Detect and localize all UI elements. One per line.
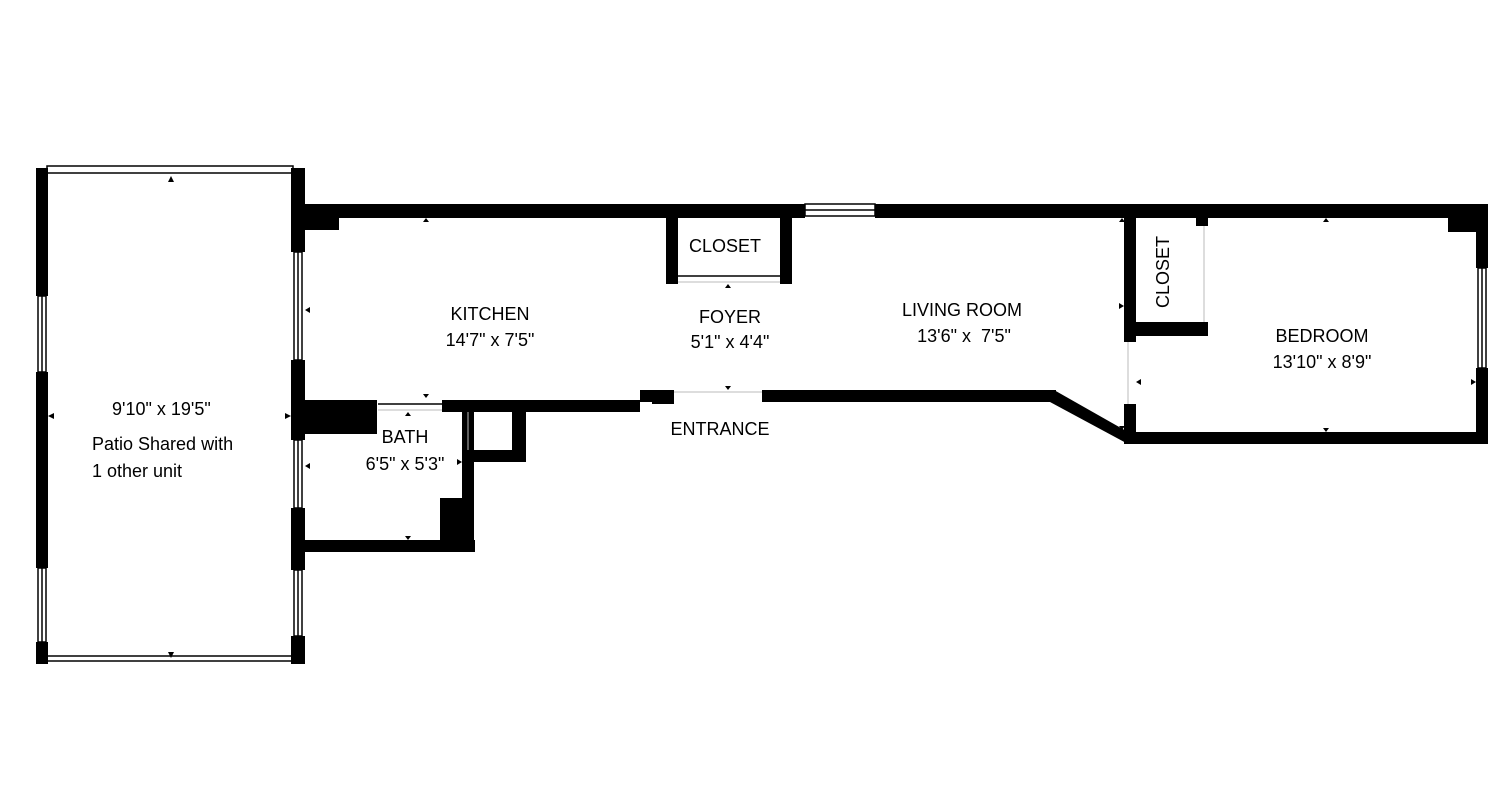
patio-label-line2: 1 other unit	[92, 461, 182, 481]
living-room-dimensions: 13'6" x 7'5"	[917, 326, 1011, 346]
foyer-closet-walls	[666, 216, 792, 284]
patio-left-wall	[36, 168, 48, 296]
bath-name: BATH	[382, 427, 429, 447]
patio-dimensions: 9'10" x 19'5"	[112, 399, 211, 419]
south-wall	[640, 390, 1488, 444]
patio-area	[36, 165, 294, 664]
bath-label: BATH 6'5" x 5'3"	[366, 427, 445, 474]
living-room-name: LIVING ROOM	[902, 300, 1022, 320]
patio-left-wall	[36, 642, 48, 664]
living-room-label: LIVING ROOM 13'6" x 7'5"	[902, 300, 1022, 346]
patio-label-line1: Patio Shared with	[92, 434, 233, 454]
bedroom-closet-walls	[1124, 216, 1208, 444]
east-wall	[1476, 204, 1488, 444]
bedroom-label: BEDROOM 13'10" x 8'9"	[1273, 326, 1372, 372]
patio-top-edge	[46, 165, 294, 174]
foyer-dimensions: 5'1" x 4'4"	[691, 332, 770, 352]
patio-left-wall	[36, 372, 48, 568]
dimension-markers	[48, 176, 1476, 658]
bedroom-closet-label: CLOSET	[1153, 236, 1173, 308]
kitchen-name: KITCHEN	[450, 304, 529, 324]
patio-bottom-edge	[46, 655, 294, 662]
kitchen-label: KITCHEN 14'7" x 7'5"	[446, 304, 535, 350]
west-wall	[291, 168, 305, 664]
north-wall	[305, 203, 1488, 232]
foyer-closet-label: CLOSET	[689, 236, 761, 256]
foyer-closet-name: CLOSET	[689, 236, 761, 256]
foyer-label: FOYER 5'1" x 4'4"	[691, 307, 770, 352]
kitchen-dimensions: 14'7" x 7'5"	[446, 330, 535, 350]
bath-walls	[305, 400, 640, 552]
patio-label: 9'10" x 19'5" Patio Shared with 1 other …	[92, 399, 233, 481]
bedroom-closet-name: CLOSET	[1153, 236, 1173, 308]
foyer-name: FOYER	[699, 307, 761, 327]
bedroom-dimensions: 13'10" x 8'9"	[1273, 352, 1372, 372]
entrance-name: ENTRANCE	[670, 419, 769, 439]
entrance-label: ENTRANCE	[670, 419, 769, 439]
bath-dimensions: 6'5" x 5'3"	[366, 454, 445, 474]
bedroom-name: BEDROOM	[1275, 326, 1368, 346]
